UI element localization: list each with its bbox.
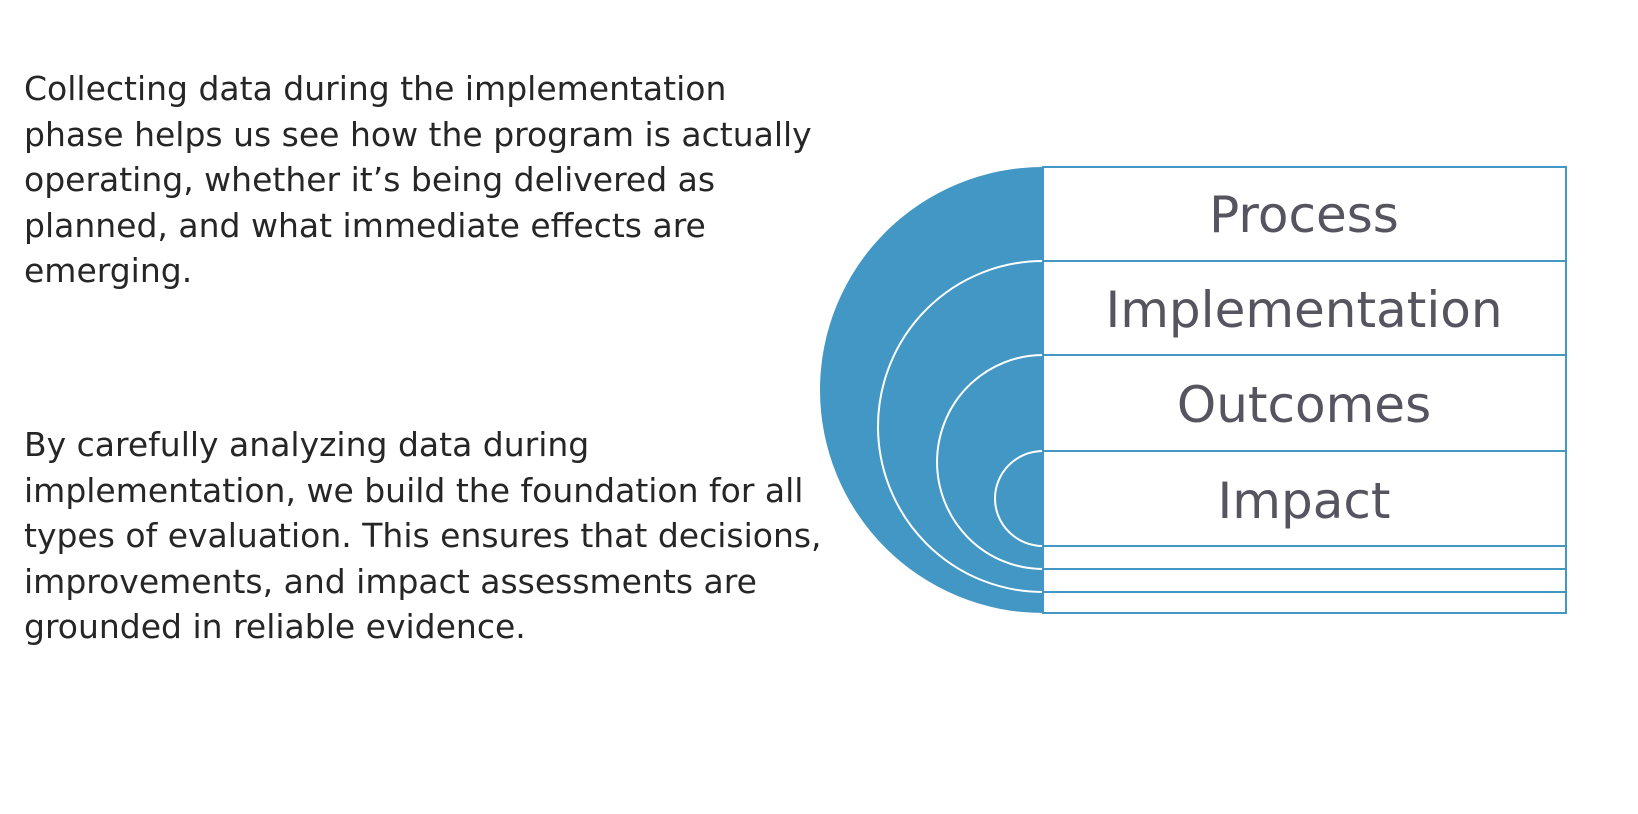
label-outcomes: Outcomes [1177, 376, 1431, 434]
label-implementation: Implementation [1105, 281, 1502, 339]
arc-process [820, 167, 1043, 613]
box-implementation [1042, 260, 1567, 356]
label-impact: Impact [1218, 472, 1391, 530]
box-strip-3 [1042, 591, 1567, 614]
box-strip-1 [1042, 545, 1567, 570]
intro-paragraph: Collecting data during the implementatio… [24, 69, 812, 290]
arc-outcomes [936, 354, 1044, 570]
label-process: Process [1209, 186, 1399, 244]
conclusion-paragraph: By carefully analyzing data during imple… [24, 425, 822, 646]
box-process [1042, 166, 1567, 262]
arc-impact [994, 450, 1044, 547]
box-impact [1042, 450, 1567, 547]
arc-implementation [877, 260, 1044, 593]
box-strip-2 [1042, 568, 1567, 593]
